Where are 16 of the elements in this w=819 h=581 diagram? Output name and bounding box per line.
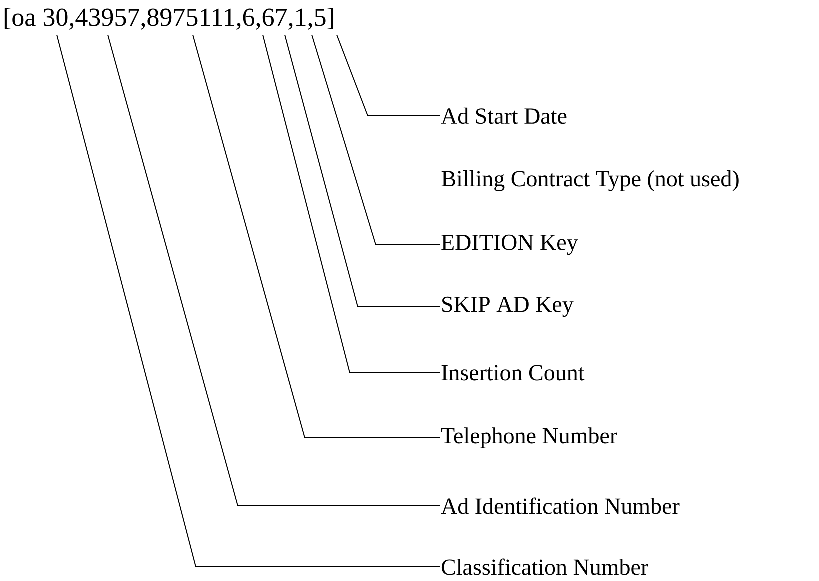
field-label: Telephone Number [441, 428, 618, 448]
leader-line [336, 34, 440, 116]
field-label: EDITION Key [442, 234, 578, 256]
leader-line [262, 34, 440, 374]
leader-line [284, 34, 440, 308]
note-text: Billing Contract Type (not used) [442, 170, 739, 192]
field-label: Ad Start Date [441, 108, 567, 124]
code-string: [oa 30,43957,8975111,6,67,1,5] [4, 8, 334, 30]
field-label: Insertion Count [442, 365, 585, 381]
field-label: Classification Number [442, 558, 648, 576]
field-label: Ad Identification Number [441, 498, 680, 514]
leader-line [312, 34, 440, 246]
leader-line [192, 34, 440, 438]
field-label: SKIP AD Key [442, 296, 574, 318]
leader-line [108, 34, 440, 506]
leader-line [56, 34, 440, 568]
